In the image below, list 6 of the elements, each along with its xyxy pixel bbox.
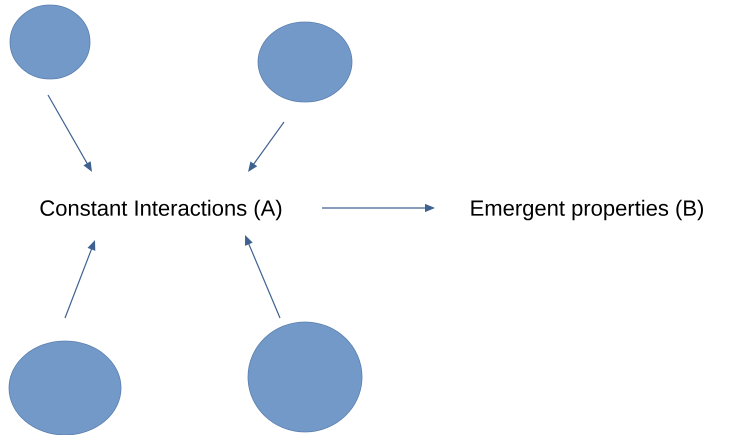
ellipse-shape bbox=[10, 4, 90, 80]
ellipse-shape bbox=[8, 340, 122, 435]
text-label: Constant Interactions (A) bbox=[40, 200, 282, 220]
ellipse-shape bbox=[248, 322, 362, 432]
ellipse-shape bbox=[258, 22, 352, 102]
text-label: Emergent properties (B) bbox=[471, 200, 703, 220]
